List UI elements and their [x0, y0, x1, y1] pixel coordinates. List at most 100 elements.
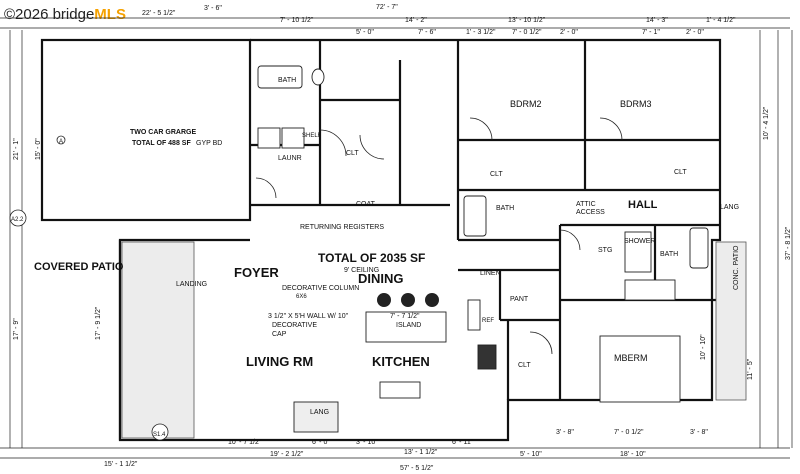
attic-1: ATTIC [576, 201, 596, 208]
dim-top2-2: 1' - 3 1/2" [466, 29, 496, 36]
dims-bottom: 10' - 7 1/2" 6' - 0" 3' - 10" 13' - 1 1/… [228, 429, 708, 456]
room-hall: HALL [628, 199, 658, 211]
dim-bot2-3: 5' - 10" [520, 451, 542, 458]
garage-total: TOTAL OF 488 SF [132, 140, 191, 147]
dim-top2-3: 7' - 0 1/2" [512, 29, 542, 36]
dim-top-2: 72' - 7" [376, 4, 398, 11]
room-foyer: FOYER [234, 265, 279, 280]
room-ref: REF [482, 318, 494, 324]
room-linen: LINEN [480, 270, 501, 277]
dim-right-3: 11' - 5" [747, 358, 754, 380]
garage-title: TWO CAR GRARGE [130, 129, 196, 136]
island-dim: 7' - 7 1/2" [390, 313, 420, 320]
dim-left-1: 15' - 0" [35, 138, 42, 160]
dim-top-6: 14' - 3" [646, 17, 668, 24]
dimension-lines [0, 17, 793, 459]
tag-s14-circle [151, 423, 169, 441]
bar-stools [377, 293, 439, 307]
dim-top-1: 3' - 6" [204, 5, 222, 12]
room-bdrm3: BDRM3 [620, 99, 652, 109]
plan-notes: TOTAL OF 2035 SF 9' CEILING TWO CAR GRAR… [130, 129, 740, 338]
room-stg: STG [598, 247, 612, 254]
returning-registers: RETURNING REGISTERS [300, 224, 384, 231]
dim-top2-1: 7' - 6" [418, 29, 436, 36]
tag-a22: A2.2 [11, 217, 24, 223]
attic-2: ACCESS [576, 209, 605, 216]
tag-a: A [59, 139, 63, 145]
dim-bot-3: 13' - 1 1/2" [404, 449, 438, 456]
column-note-2: 6X6 [296, 294, 307, 300]
room-laundry: LAUNR [278, 155, 302, 162]
dim-right-2: 10' - 10" [700, 334, 707, 360]
room-clt-4: CLT [518, 362, 531, 369]
fixtures [257, 65, 709, 433]
dims-top-2: 5' - 0" 7' - 6" 1' - 3 1/2" 7' - 0 1/2" … [356, 29, 704, 36]
tag-a-circle [56, 135, 66, 145]
room-clt-3: CLT [674, 169, 687, 176]
dim-left-3: 17' - 9 1/2" [95, 306, 102, 340]
room-coat: COAT [356, 201, 376, 208]
room-lang-2: LANG [310, 409, 329, 416]
room-bath-3: BATH [660, 251, 678, 258]
tag-s14: S1.4 [153, 432, 166, 438]
room-clt-1: CLT [346, 150, 359, 157]
plan-total: TOTAL OF 2035 SF [318, 251, 425, 265]
dim-bot2-4: 18' - 10" [620, 451, 646, 458]
dims-top: 22' - 5 1/2" 3' - 6" 72' - 7" 7' - 10 1/… [142, 4, 736, 24]
column-note-1: DECORATIVE COLUMN [282, 285, 359, 292]
wall-note-2: DECORATIVE [272, 322, 317, 329]
room-bath-1: BATH [278, 77, 296, 84]
room-covered-patio: COVERED PATIO [34, 261, 124, 273]
island-label: ISLAND [396, 322, 421, 329]
dim-bot2-0: 15' - 1 1/2" [104, 461, 138, 468]
dim-left-0: 21' - 1" [13, 138, 20, 160]
dim-right-0: 10' - 4 1/2" [763, 106, 770, 140]
dim-bot-4: 6' - 11" [452, 439, 474, 446]
room-pant: PANT [510, 296, 529, 303]
dim-bot-0: 10' - 7 1/2" [228, 439, 262, 446]
door-swings [255, 117, 623, 355]
wall-note-1: 3 1/2" X 5'H WALL W/ 10" [268, 313, 349, 320]
room-clt-2: CLT [490, 171, 503, 178]
gyp-bd: GYP BD [196, 140, 222, 147]
wall-note-3: CAP [272, 331, 287, 338]
dims-left: 21' - 1" 15' - 0" 17' - 9" 17' - 9 1/2" [13, 138, 102, 340]
dims-bottom-2: 15' - 1 1/2" 19' - 2 1/2" 57' - 5 1/2" 5… [104, 451, 646, 472]
room-dining: DINING [358, 271, 404, 286]
dim-bot-7: 3' - 8" [690, 429, 708, 436]
dims-right: 10' - 4 1/2" 37' - 8 1/2" 10' - 10" 11' … [700, 106, 792, 380]
dim-top2-6: 2' - 0" [686, 29, 704, 36]
covered-patio-slab [121, 241, 195, 439]
section-tags: A S1.4 A2.2 [9, 135, 169, 441]
room-shower: SHOWER [624, 238, 656, 245]
room-kitchen: KITCHEN [372, 354, 430, 369]
dim-top2-5: 7' - 1" [642, 29, 660, 36]
plan-ceiling: 9' CEILING [344, 267, 379, 274]
dim-top2-0: 5' - 0" [356, 29, 374, 36]
dim-top-5: 13' - 10 1/2" [508, 17, 546, 24]
room-bdrm2: BDRM2 [510, 99, 542, 109]
room-mberm: MBERM [614, 353, 648, 363]
room-living: LIVING RM [246, 354, 313, 369]
dim-top-4: 14' - 2" [405, 17, 427, 24]
dim-top2-4: 2' - 0" [560, 29, 578, 36]
room-lang-1: LANG [720, 204, 739, 211]
watermark: ©2026 bridgeMLS [4, 6, 126, 23]
dim-bot-1: 6' - 0" [312, 439, 330, 446]
room-shelf: SHELF [302, 133, 322, 139]
conc-patio: CONC. PATIO [733, 245, 740, 290]
dim-bot-6: 7' - 0 1/2" [614, 429, 644, 436]
dim-right-1: 37' - 8 1/2" [785, 226, 792, 260]
dim-left-2: 17' - 9" [13, 318, 20, 340]
room-bath-2: BATH [496, 205, 514, 212]
walls [40, 38, 722, 442]
dim-bot2-1: 19' - 2 1/2" [270, 451, 304, 458]
dim-bot-2: 3' - 10" [356, 439, 378, 446]
dim-top-7: 1' - 4 1/2" [706, 17, 736, 24]
room-labels: BATH SHELF LAUNR CLT COAT BDRM2 BDRM3 CL… [34, 77, 739, 416]
dim-bot2-2: 57' - 5 1/2" [400, 465, 434, 472]
watermark-prefix: ©2026 bridge [4, 6, 95, 23]
watermark-brand: MLS [94, 6, 126, 23]
room-landing: LANDING [176, 281, 207, 288]
